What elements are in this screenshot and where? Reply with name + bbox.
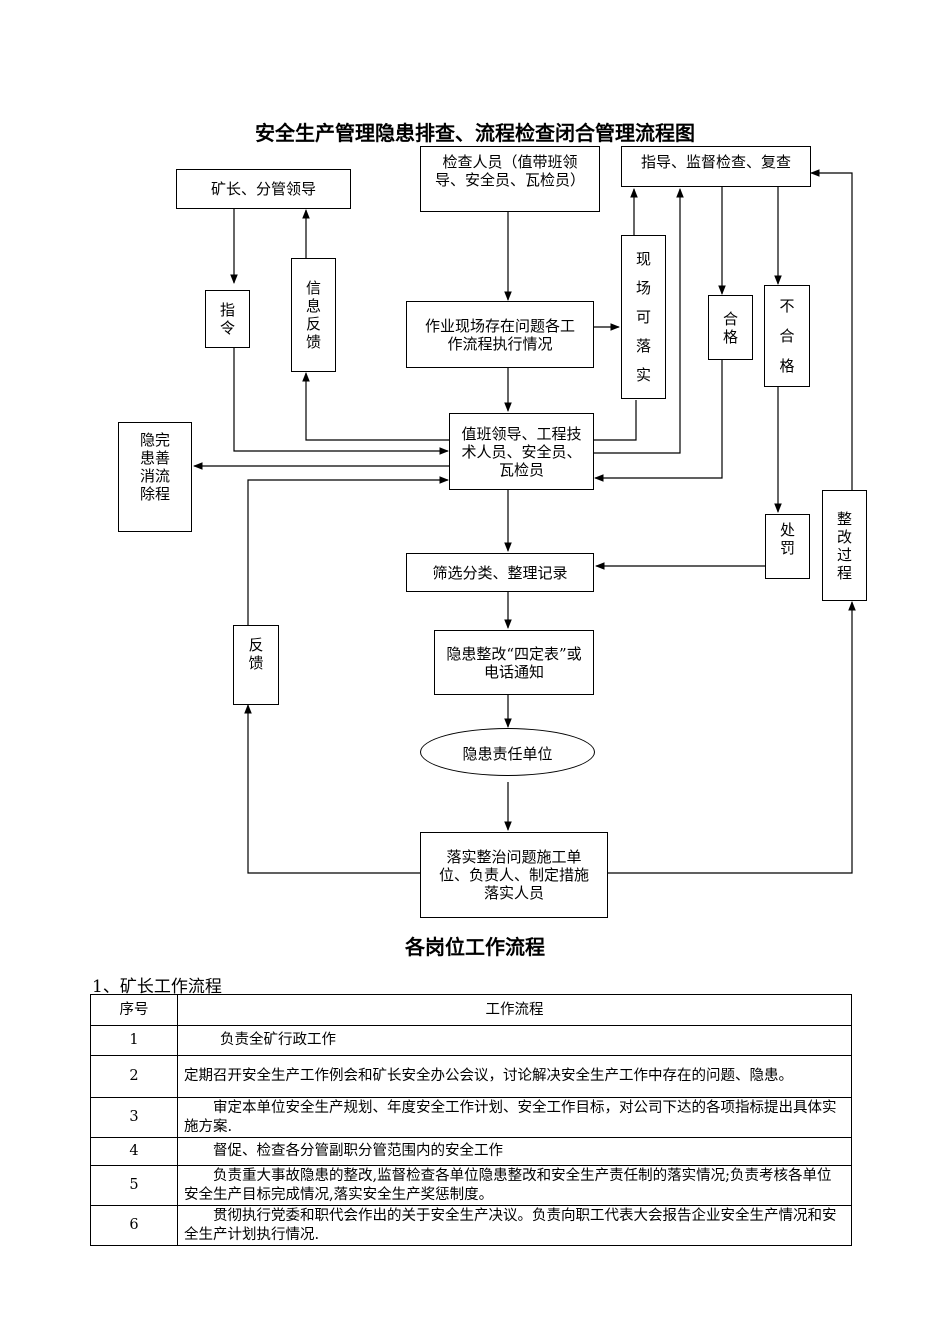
info-feedback-box: 信息反馈 [291,258,336,372]
row-number: 5 [90,1165,178,1206]
row-number: 1 [90,1025,178,1056]
screen-record-box: 筛选分类、整理记录 [406,553,594,592]
row-text: 负责重大事故隐患的整改,监督检查各单位隐患整改和安全生产责任制的落实情况;负责考… [177,1165,852,1206]
guidance-box: 指导、监督检查、复查 [621,146,811,187]
responsible-unit-ellipse: 隐患责任单位 [420,728,595,776]
row-text: 督促、检查各分管副职分管范围内的安全工作 [177,1137,852,1166]
row-text: 审定本单位安全生产规划、年度安全工作计划、安全工作目标，对公司下达的各项指标提出… [177,1097,852,1138]
flowchart-connectors [193,169,856,874]
mine-manager-box: 矿长、分管领导 [176,169,351,209]
command-box: 指令 [205,290,250,348]
feedback-box: 反馈 [233,625,279,705]
column-header-number: 序号 [90,994,178,1026]
unqualified-box: 不合格 [764,285,810,387]
table-row: 2 定期召开安全生产工作例会和矿长安全办公会议，讨论解决安全生产工作中存在的问题… [90,1055,852,1098]
row-text: 负责全矿行政工作 [177,1025,852,1056]
implement-box: 落实整治问题施工单位、负责人、制定措施落实人员 [420,832,608,918]
penalty-box: 处罚 [765,514,810,579]
hazard-elimination-box: 隐完患善消流除程 [118,422,192,532]
row-number: 6 [90,1205,178,1246]
four-fixed-table-box: 隐患整改“四定表”或电话通知 [434,630,594,695]
onsite-issues-box: 作业现场存在问题各工作流程执行情况 [406,301,594,368]
section-title: 各岗位工作流程 [405,935,545,959]
row-text: 贯彻执行党委和职代会作出的关于安全生产决议。负责向职工代表大会报告企业安全生产情… [177,1205,852,1246]
table-row: 6 贯彻执行党委和职代会作出的关于安全生产决议。负责向职工代表大会报告企业安全生… [90,1205,852,1246]
table-row: 5 负责重大事故隐患的整改,监督检查各单位隐患整改和安全生产责任制的落实情况;负… [90,1165,852,1206]
rectify-process-box: 整改过程 [822,490,867,601]
table-header-row: 序号 工作流程 [90,994,852,1026]
page-title: 安全生产管理隐患排查、流程检查闭合管理流程图 [255,121,695,145]
section-heading: 1、矿长工作流程 [92,977,222,997]
table-row: 1 负责全矿行政工作 [90,1025,852,1056]
row-text: 定期召开安全生产工作例会和矿长安全办公会议，讨论解决安全生产工作中存在的问题、隐… [177,1055,852,1098]
table-row: 3 审定本单位安全生产规划、年度安全工作计划、安全工作目标，对公司下达的各项指标… [90,1097,852,1138]
workflow-table: 序号 工作流程 1 负责全矿行政工作 2 定期召开安全生产工作例会和矿长安全办公… [90,994,852,1246]
table-row: 4 督促、检查各分管副职分管范围内的安全工作 [90,1137,852,1166]
row-number: 2 [90,1055,178,1098]
inspectors-box: 检查人员（值带班领导、安全员、瓦检员） [420,146,600,212]
column-header-workflow: 工作流程 [177,994,852,1026]
row-number: 4 [90,1137,178,1166]
row-number: 3 [90,1097,178,1138]
onsite-doable-box: 现场可落实 [621,235,666,399]
duty-staff-box: 值班领导、工程技术人员、安全员、瓦检员 [449,413,594,490]
qualified-box: 合格 [708,295,753,360]
